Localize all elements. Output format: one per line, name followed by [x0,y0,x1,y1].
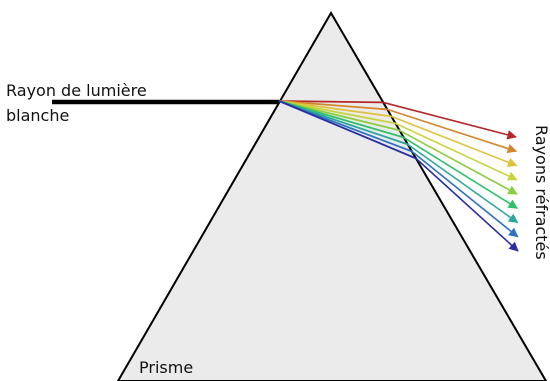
incident-ray-label-line2: blanche [6,106,69,125]
refracted-rays-label: Rayons réfractés [532,125,550,260]
incident-ray-label-line1: Rayon de lumière [6,81,147,100]
prism-label: Prisme [139,358,193,377]
